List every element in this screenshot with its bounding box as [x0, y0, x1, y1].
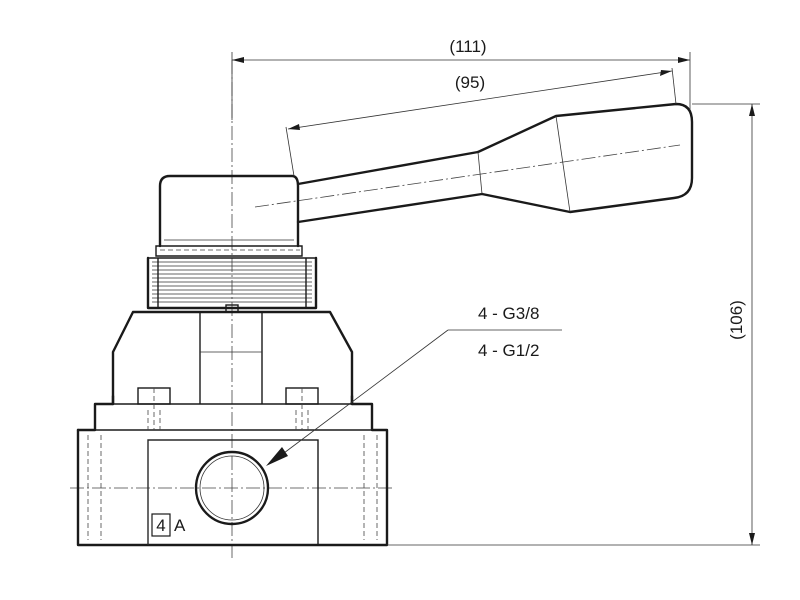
- port-marker-number: 4: [156, 516, 165, 535]
- dim-overall-width: (111): [449, 37, 486, 56]
- threaded-ring: [146, 256, 318, 310]
- port-callout-line1: 4 - G3/8: [478, 304, 539, 323]
- lever-arm: [296, 102, 694, 224]
- port-callout: 4 - G3/8 4 - G1/2: [266, 304, 562, 466]
- port-marker-letter: A: [174, 516, 186, 535]
- centerlines: [70, 60, 681, 560]
- valve-midbody: [111, 304, 354, 430]
- dim-handle-length: (95): [455, 73, 485, 92]
- dim-overall-height: (106): [727, 300, 746, 340]
- handle-head: [155, 174, 303, 257]
- port-marker: 4 A: [151, 513, 186, 537]
- port-callout-line2: 4 - G1/2: [478, 341, 539, 360]
- dimension-lines: [231, 52, 760, 546]
- dimension-texts: (111) (95) (106): [449, 37, 746, 340]
- valve-base: [76, 394, 389, 547]
